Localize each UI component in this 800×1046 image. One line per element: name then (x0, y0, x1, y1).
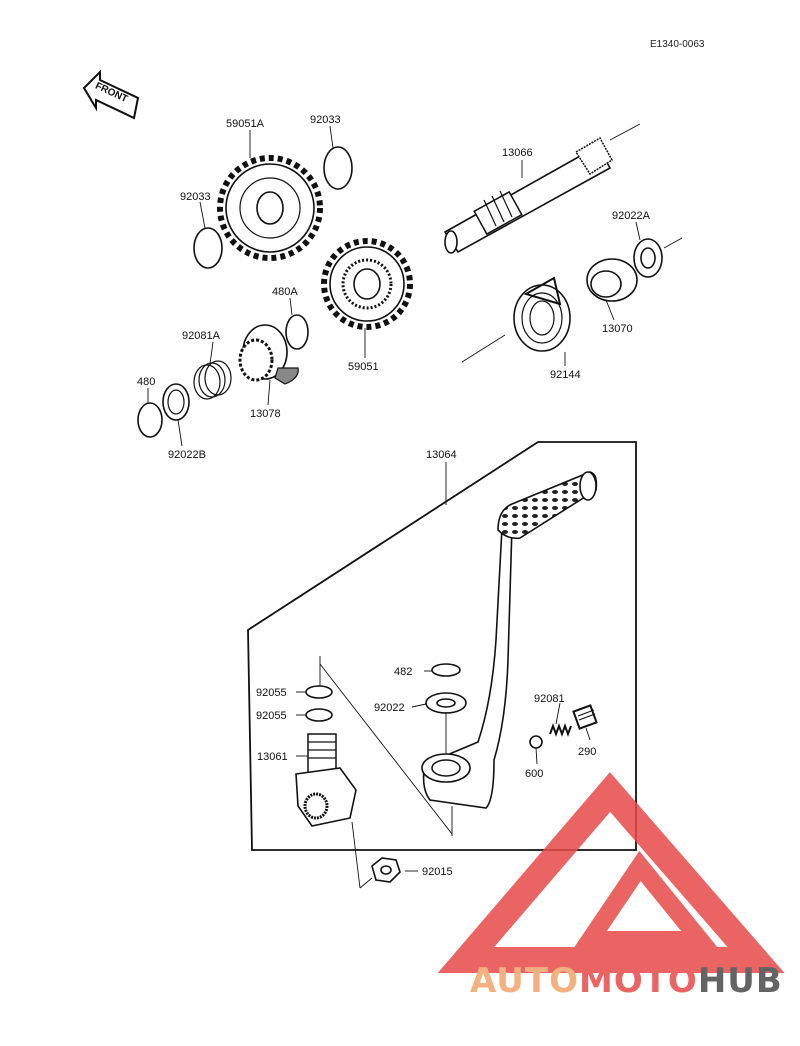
o-ring-92055-upper (305, 685, 333, 699)
automotohub-logo-icon (437, 772, 785, 973)
label-480: 480 (137, 376, 155, 388)
watermark-text-hub: HUB (698, 961, 783, 1001)
ball-600 (529, 735, 543, 749)
front-arrow-icon: FRONT (82, 69, 140, 120)
kick-pedal-assembly-frame (247, 441, 637, 851)
spring-92081A (193, 360, 232, 400)
washer-92022B (162, 383, 190, 421)
kick-pedal-13064 (421, 471, 598, 809)
label-600: 600 (525, 768, 543, 780)
label-480A: 480A (272, 286, 298, 298)
plug-290 (572, 704, 598, 730)
circlip-92033-lower (193, 227, 223, 269)
label-92144: 92144 (550, 369, 581, 381)
part-labels: 59051A 92033 92033 13066 92022A 13070 92… (137, 114, 651, 878)
spring-92081 (549, 723, 572, 737)
label-92081A: 92081A (182, 330, 221, 342)
circlip-482 (431, 663, 461, 677)
kick-shaft-13066 (443, 123, 641, 254)
label-59051: 59051 (348, 361, 379, 373)
label-482: 482 (394, 666, 412, 678)
label-92055-upper: 92055 (256, 687, 287, 699)
label-13066: 13066 (502, 147, 533, 159)
diagram-code: E1340-0063 (650, 39, 705, 50)
nut-92015 (371, 857, 401, 883)
label-92081: 92081 (534, 693, 565, 705)
ratchet-13078 (238, 324, 299, 385)
label-13061: 13061 (257, 751, 288, 763)
label-92033-lower: 92033 (180, 191, 211, 203)
label-92033-upper: 92033 (310, 114, 341, 126)
label-13070: 13070 (602, 323, 633, 335)
automotohub-watermark: AUTOMOTOHUB (437, 772, 785, 1001)
label-92022A: 92022A (612, 210, 651, 222)
label-13064: 13064 (426, 449, 457, 461)
label-59051A: 59051A (226, 118, 265, 130)
washer-92022A (633, 237, 683, 278)
label-92022B: 92022B (168, 449, 206, 461)
leader-lines (147, 125, 641, 889)
pedal-boss-13061 (295, 733, 357, 827)
o-ring-92055-lower (305, 708, 333, 722)
collar-13070 (586, 258, 638, 302)
kick-spring-92144 (461, 276, 571, 363)
watermark-text-auto: AUTO (470, 961, 579, 1001)
watermark-text-moto: MOTO (579, 961, 698, 1001)
gear-59051A (217, 155, 323, 261)
circlip-92033-upper (323, 146, 353, 190)
label-92015: 92015 (422, 866, 453, 878)
washer-92022 (425, 692, 467, 714)
label-290: 290 (578, 746, 596, 758)
label-13078: 13078 (250, 408, 281, 420)
label-92022: 92022 (374, 702, 405, 714)
label-92055-lower: 92055 (256, 710, 287, 722)
gear-59051 (321, 238, 413, 330)
circlip-480A (285, 314, 309, 350)
circlip-480 (137, 402, 163, 438)
svg-text:AUTOMOTOHUB: AUTOMOTOHUB (470, 961, 783, 1001)
